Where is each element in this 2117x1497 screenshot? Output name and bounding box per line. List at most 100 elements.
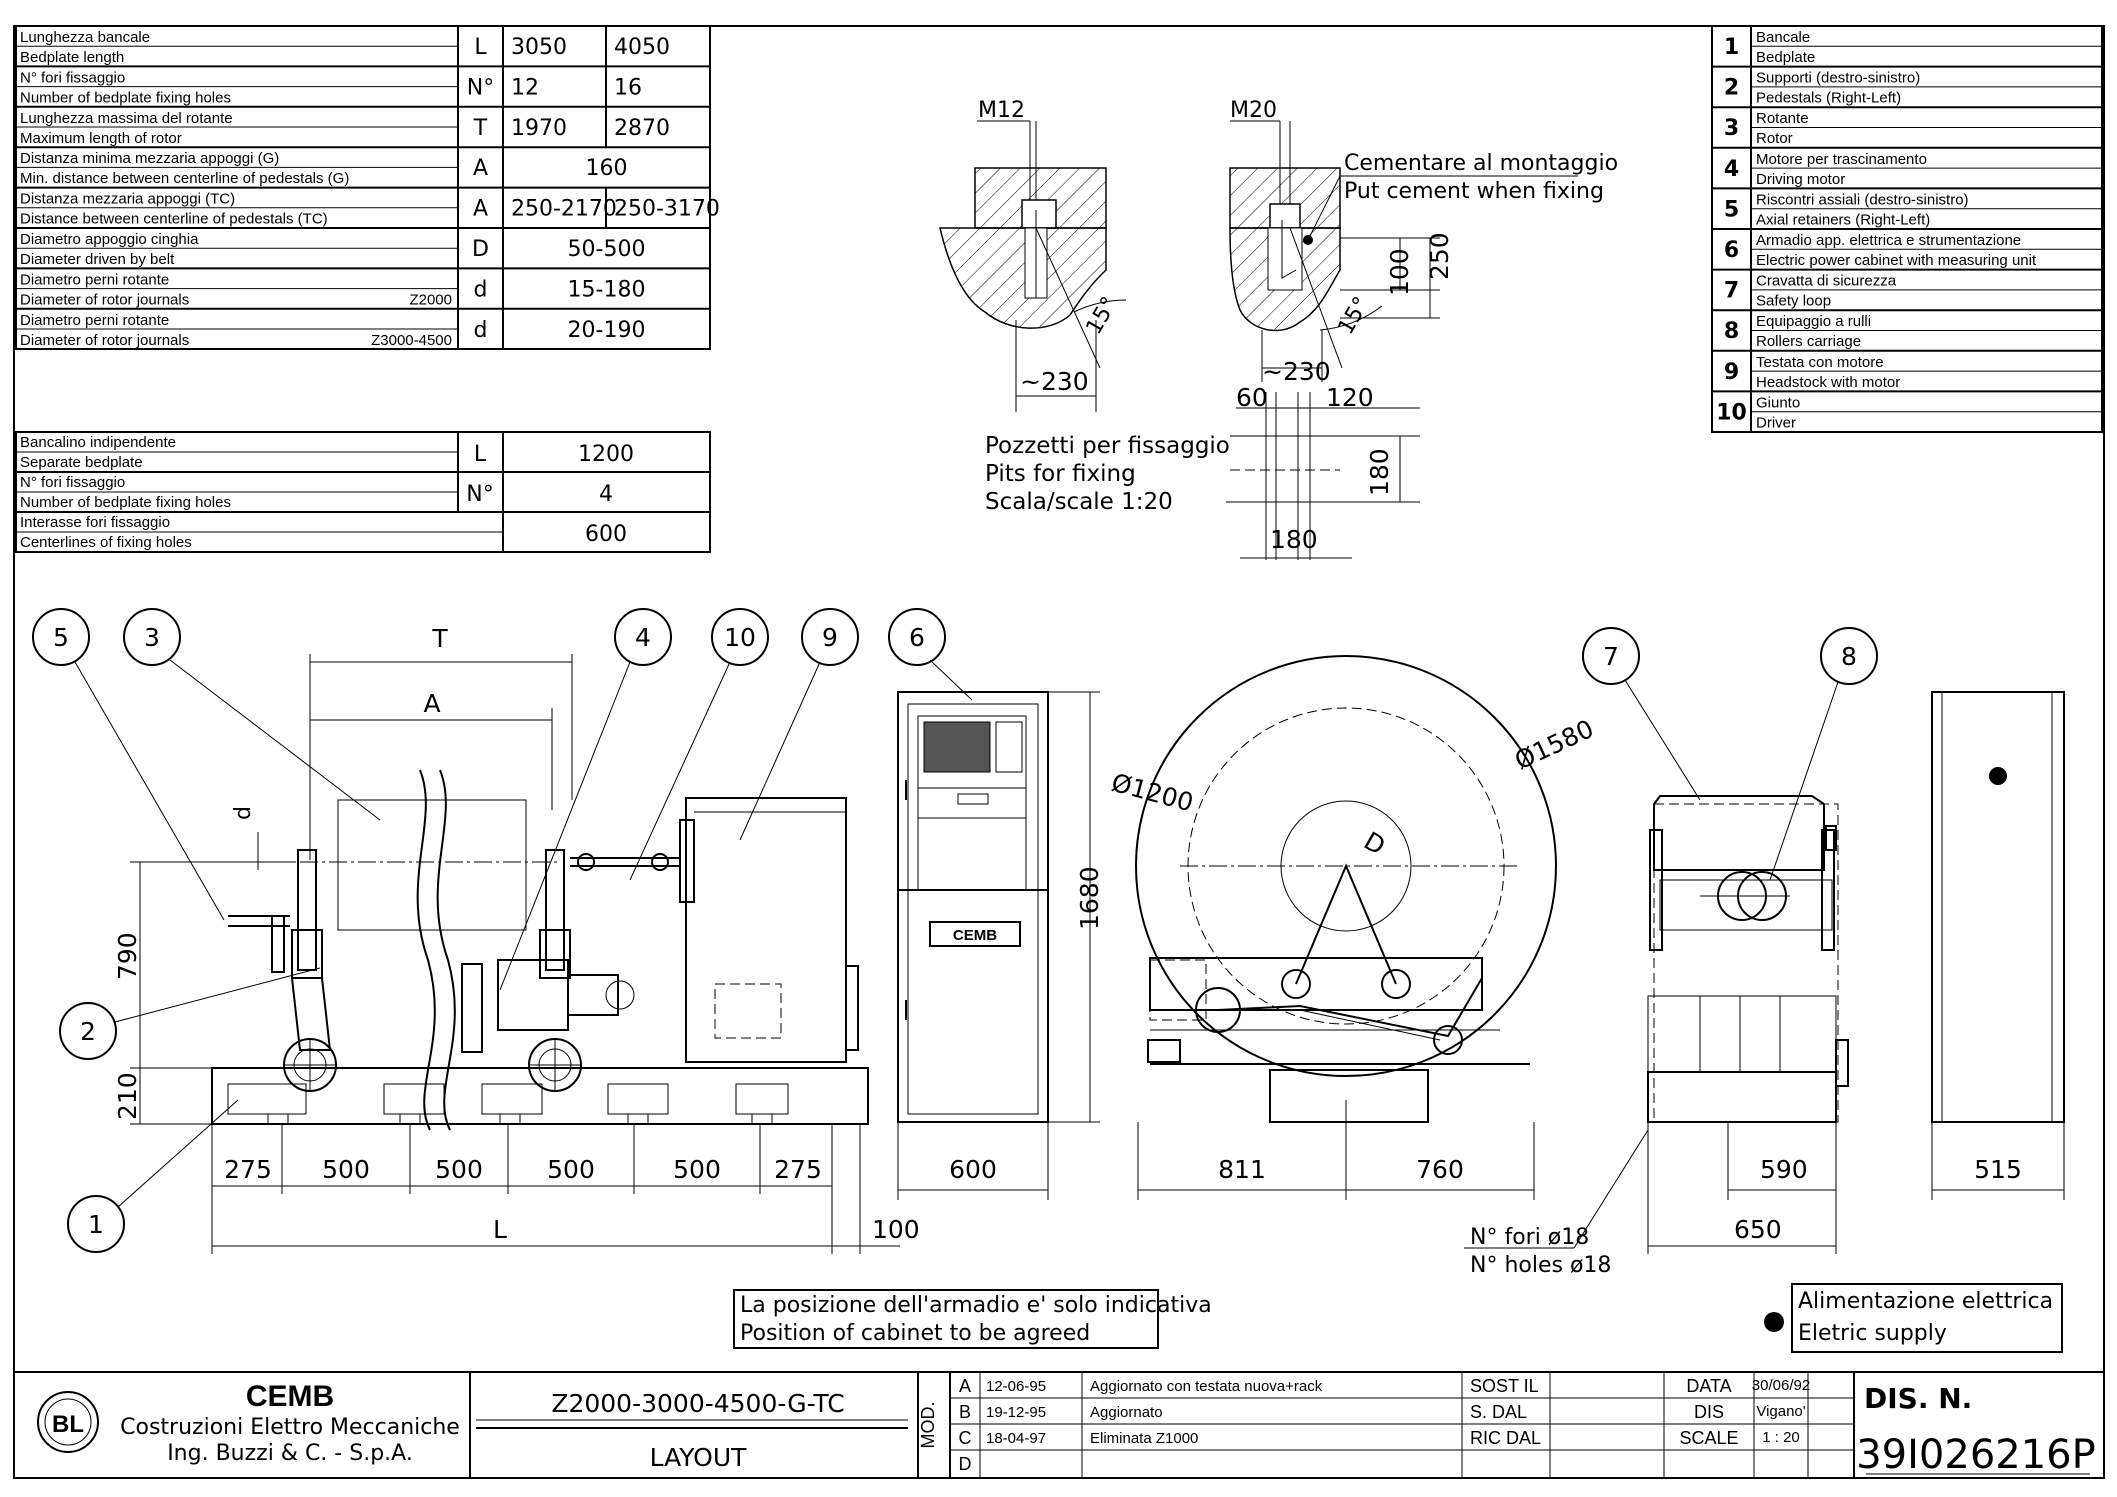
spec-row-value: 20-190 bbox=[568, 318, 646, 343]
pit-dim-120: 120 bbox=[1326, 383, 1374, 412]
pit-left-dim-230: ~230 bbox=[1020, 367, 1089, 396]
spec-row-label-en: Maximum length of rotor bbox=[20, 130, 182, 147]
ric-dal-label: RIC DAL bbox=[1470, 1428, 1541, 1448]
spec-row-value-2: 16 bbox=[614, 75, 642, 100]
legend-label-en: Headstock with motor bbox=[1756, 374, 1900, 391]
bedplate-row1-symbol: L bbox=[474, 442, 487, 467]
pit-dim-100: 100 bbox=[1385, 248, 1414, 296]
electric-cabinet: CEMB 1680 600 515 bbox=[897, 691, 2065, 1200]
front-dim-790: 790 bbox=[113, 932, 142, 980]
callout-1: 1 bbox=[88, 1210, 104, 1239]
cabinet-dim-515: 515 bbox=[1974, 1155, 2022, 1184]
side-dim-D: D bbox=[1359, 826, 1390, 861]
cabinet-note-it: La posizione dell'armadio e' solo indica… bbox=[740, 1293, 1212, 1318]
sost-il-label: SOST IL bbox=[1470, 1376, 1539, 1396]
front-dim-275-right: 275 bbox=[774, 1155, 822, 1184]
legend-label-en: Rotor bbox=[1756, 130, 1793, 147]
pit-m20-label: M20 bbox=[1230, 98, 1277, 123]
spec-row-label-en: Number of bedplate fixing holes bbox=[20, 89, 231, 106]
bedplate-row3-it: Interasse fori fissaggio bbox=[20, 514, 170, 531]
end-dim-590: 590 bbox=[1760, 1155, 1808, 1184]
legend-label-it: Motore per trascinamento bbox=[1756, 151, 1927, 168]
pit-right-angle: 15° bbox=[1334, 293, 1375, 339]
spec-row-value: 15-180 bbox=[568, 277, 646, 302]
side-dim-760: 760 bbox=[1416, 1155, 1464, 1184]
dis-label: DIS bbox=[1694, 1402, 1724, 1422]
spec-row-label-en: Diameter of rotor journals bbox=[20, 291, 189, 308]
legend-label-it: Armadio app. elettrica e strumentazione bbox=[1756, 232, 2021, 249]
callout-5: 5 bbox=[53, 623, 69, 652]
drawing-title: LAYOUT bbox=[650, 1443, 748, 1472]
legend-label-en: Driving motor bbox=[1756, 171, 1845, 188]
callout-9: 9 bbox=[822, 623, 838, 652]
spec-row-value-2: 4050 bbox=[614, 35, 670, 60]
callout-7: 7 bbox=[1603, 642, 1619, 671]
side-view: Ø1200 Ø1580 D 811 760 bbox=[1108, 655, 1598, 1200]
bedplate-row3-value: 600 bbox=[585, 522, 627, 547]
front-dim-500-3: 500 bbox=[547, 1155, 595, 1184]
sheet-border bbox=[13, 25, 2105, 1479]
legend-number: 8 bbox=[1724, 319, 1739, 344]
dis-n-label: DIS. N. bbox=[1864, 1382, 1972, 1415]
cabinet-dim-600: 600 bbox=[949, 1155, 997, 1184]
front-dim-500-2: 500 bbox=[435, 1155, 483, 1184]
pit-scale: Scala/scale 1:20 bbox=[985, 489, 1173, 515]
legend-number: 2 bbox=[1724, 76, 1739, 101]
pit-caption: Pozzetti per fissaggio Pits for fixing S… bbox=[985, 433, 1230, 515]
pit-left-angle: 15° bbox=[1082, 293, 1123, 339]
model-code: Z2000-3000-4500-G-TC bbox=[551, 1389, 844, 1418]
legend-label-it: Supporti (destro-sinistro) bbox=[1756, 70, 1920, 87]
cabinet-note: La posizione dell'armadio e' solo indica… bbox=[733, 1289, 1212, 1349]
supply-note: Alimentazione elettrica Eletric supply bbox=[1764, 1283, 2063, 1353]
spec-row-value-1: 12 bbox=[511, 75, 539, 100]
cabinet-note-en: Position of cabinet to be agreed bbox=[740, 1321, 1090, 1346]
company-name: CEMB bbox=[246, 1380, 334, 1413]
revision-date: 18-04-97 bbox=[986, 1430, 1046, 1447]
revision-letter: C bbox=[959, 1428, 972, 1448]
bedplate-row1-en: Separate bedplate bbox=[20, 454, 143, 471]
front-view: T A d bbox=[113, 624, 920, 1254]
spec-row-value: 50-500 bbox=[568, 237, 646, 262]
spec-row-label-it: Diametro appoggio cinghia bbox=[20, 231, 199, 248]
pit-detail-left: M12 15° ~230 bbox=[939, 98, 1127, 412]
dis-value: Vigano' bbox=[1756, 1403, 1805, 1420]
revision-description: Eliminata Z1000 bbox=[1090, 1430, 1198, 1447]
pit-m12-label: M12 bbox=[978, 98, 1025, 123]
spec-row-label-en: Bedplate length bbox=[20, 49, 124, 66]
mod-label: MOD. bbox=[918, 1402, 938, 1449]
legend-number: 1 bbox=[1724, 35, 1739, 60]
bedplate-row2-it: N° fori fissaggio bbox=[20, 474, 125, 491]
pit-dim-180-horizontal: 180 bbox=[1270, 525, 1318, 554]
revision-description: Aggiornato bbox=[1090, 1404, 1163, 1421]
side-dia-1200: Ø1200 bbox=[1108, 768, 1196, 818]
spec-row-model: Z3000-4500 bbox=[371, 332, 452, 349]
legend-number: 9 bbox=[1724, 360, 1739, 385]
callout-3: 3 bbox=[144, 623, 160, 652]
front-dim-d: d bbox=[231, 806, 256, 820]
front-dim-A: A bbox=[423, 689, 440, 718]
supply-note-en: Eletric supply bbox=[1798, 1321, 1947, 1346]
bedplate-row3-en: Centerlines of fixing holes bbox=[20, 534, 192, 551]
pit-title-en: Pits for fixing bbox=[985, 461, 1136, 487]
pit-dim-180-vertical: 180 bbox=[1365, 448, 1394, 496]
legend-label-it: Rotante bbox=[1756, 110, 1809, 127]
cemb-logo: BL bbox=[37, 1391, 99, 1453]
legend-label-en: Pedestals (Right-Left) bbox=[1756, 90, 1901, 107]
pit-cement-it: Cementare al montaggio bbox=[1344, 151, 1618, 176]
front-dim-L: L bbox=[493, 1215, 507, 1244]
bedplate-table: Bancalino indipendente Separate bedplate… bbox=[15, 431, 711, 553]
spec-row-symbol: A bbox=[473, 197, 488, 222]
pit-dim-250: 250 bbox=[1425, 232, 1454, 280]
callout-6: 6 bbox=[909, 623, 925, 652]
spec-row-label-it: Diametro perni rotante bbox=[20, 271, 169, 288]
legend-number: 7 bbox=[1724, 279, 1739, 304]
bedplate-row1-it: Bancalino indipendente bbox=[20, 434, 176, 451]
callout-4: 4 bbox=[635, 623, 651, 652]
front-dim-500-1: 500 bbox=[322, 1155, 370, 1184]
spec-row-value-1: 3050 bbox=[511, 35, 567, 60]
legend-label-it: Bancale bbox=[1756, 29, 1810, 46]
spec-row-value-1: 1970 bbox=[511, 116, 567, 141]
